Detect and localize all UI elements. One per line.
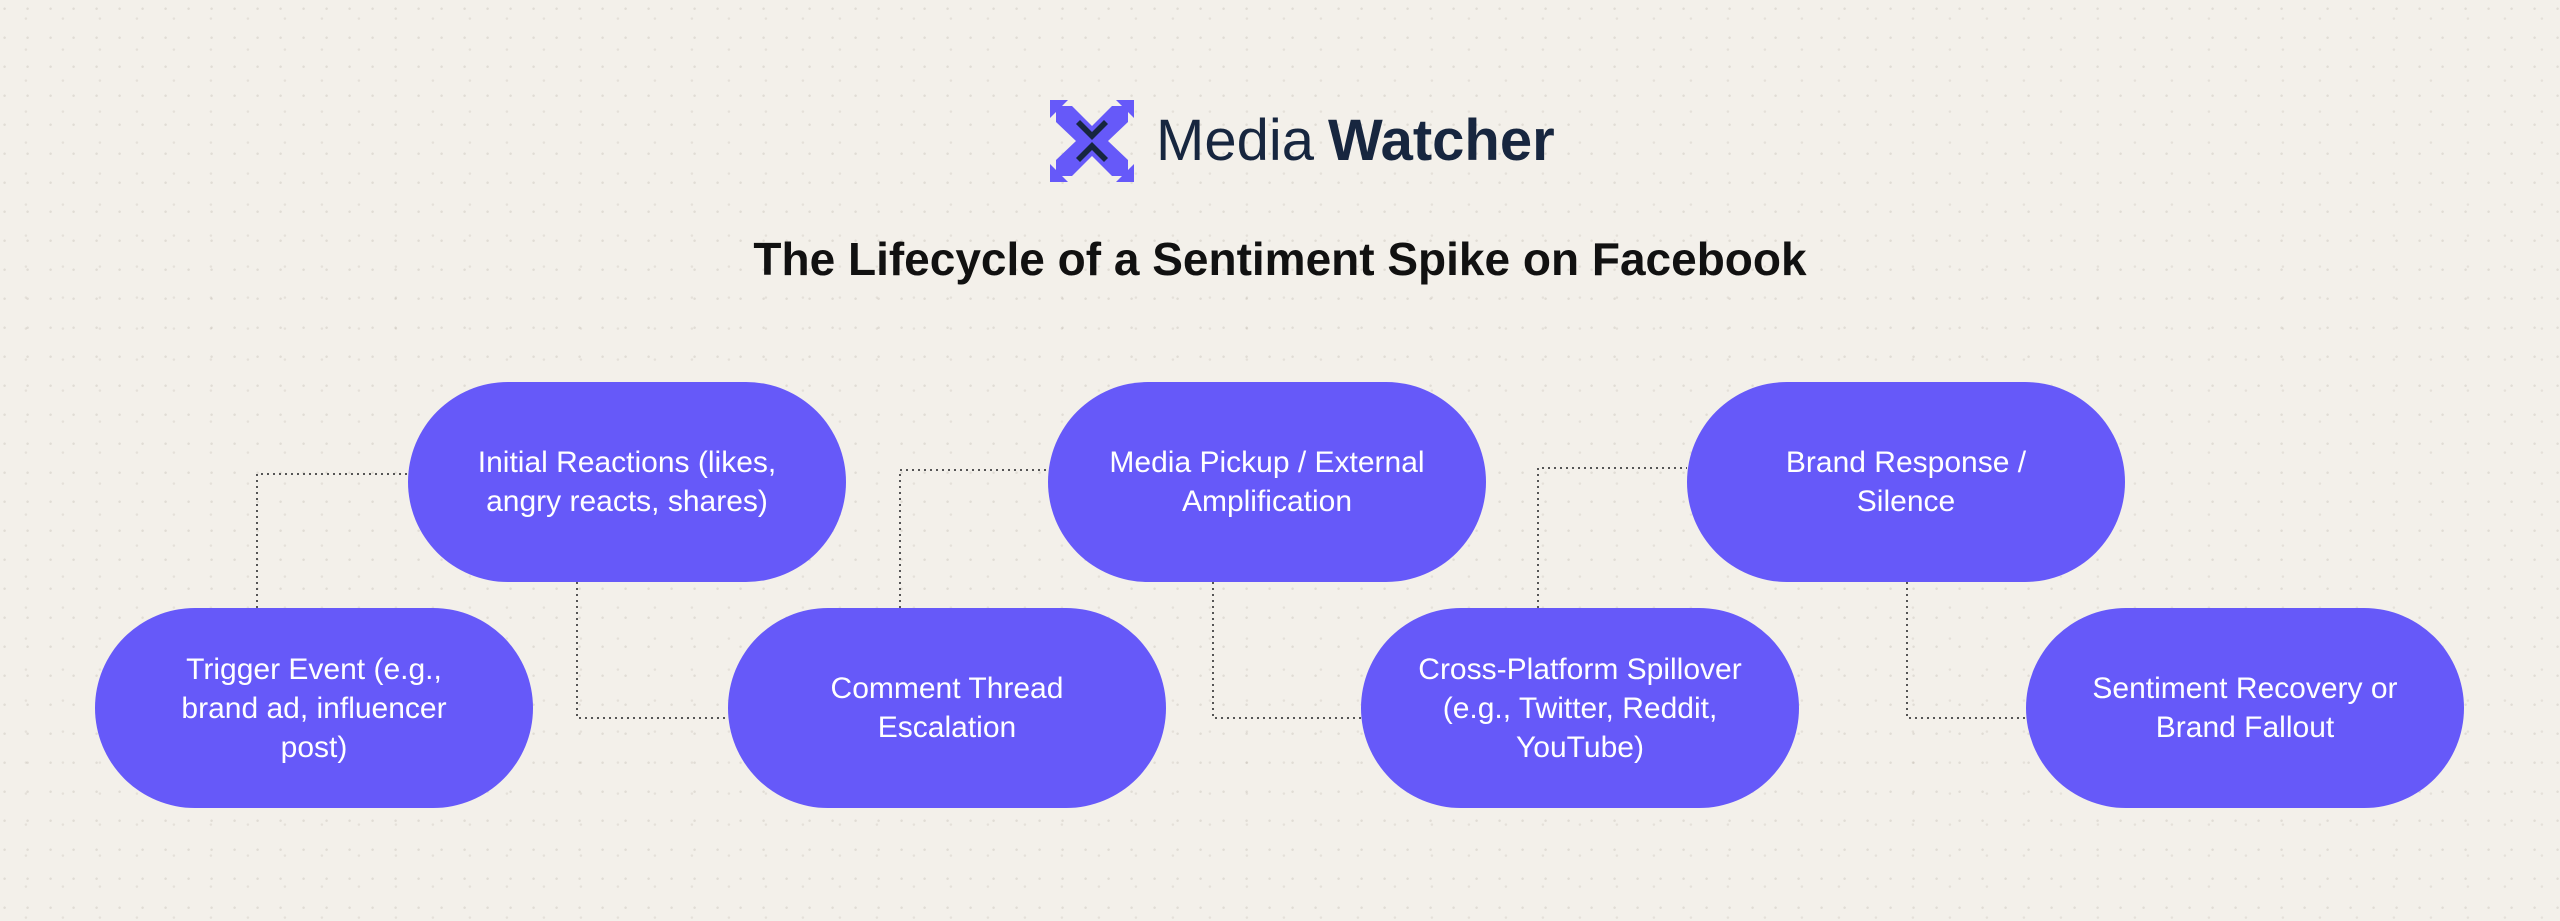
node-comment-thread: Comment Thread Escalation xyxy=(728,608,1166,808)
brand-name-bold: Watcher xyxy=(1327,108,1555,173)
connector-trigger-initial xyxy=(256,473,408,608)
brand-name-light: Media xyxy=(1156,108,1314,173)
diagram-title: The Lifecycle of a Sentiment Spike on Fa… xyxy=(753,233,1807,285)
connector-comment-media xyxy=(899,469,1048,608)
node-media-pickup: Media Pickup / External Amplification xyxy=(1048,382,1486,582)
node-brand-response-label: Brand Response / Silence xyxy=(1785,446,2027,518)
node-cross-platform-label: Cross-Platform Spillover (e.g., Twitter,… xyxy=(1418,652,1742,764)
node-comment-thread-label: Comment Thread Escalation xyxy=(830,672,1064,744)
node-initial-reactions: Initial Reactions (likes, angry reacts, … xyxy=(408,382,846,582)
connector-brand-recovery xyxy=(1906,582,2026,719)
connector-media-cross xyxy=(1212,582,1361,719)
arrows-x-logo-icon xyxy=(1050,100,1134,182)
node-initial-reactions-label: Initial Reactions (likes, angry reacts, … xyxy=(477,446,777,518)
node-brand-response: Brand Response / Silence xyxy=(1687,382,2125,582)
node-trigger-event: Trigger Event (e.g., brand ad, influence… xyxy=(95,608,533,808)
connector-initial-comment xyxy=(576,582,728,719)
connector-cross-brand xyxy=(1537,467,1687,608)
node-sentiment-recovery: Sentiment Recovery or Brand Fallout xyxy=(2026,608,2464,808)
node-media-pickup-label: Media Pickup / External Amplification xyxy=(1109,446,1425,518)
node-cross-platform: Cross-Platform Spillover (e.g., Twitter,… xyxy=(1361,608,1799,808)
node-sentiment-recovery-label: Sentiment Recovery or Brand Fallout xyxy=(2092,672,2398,744)
node-trigger-event-label: Trigger Event (e.g., brand ad, influence… xyxy=(181,652,447,764)
